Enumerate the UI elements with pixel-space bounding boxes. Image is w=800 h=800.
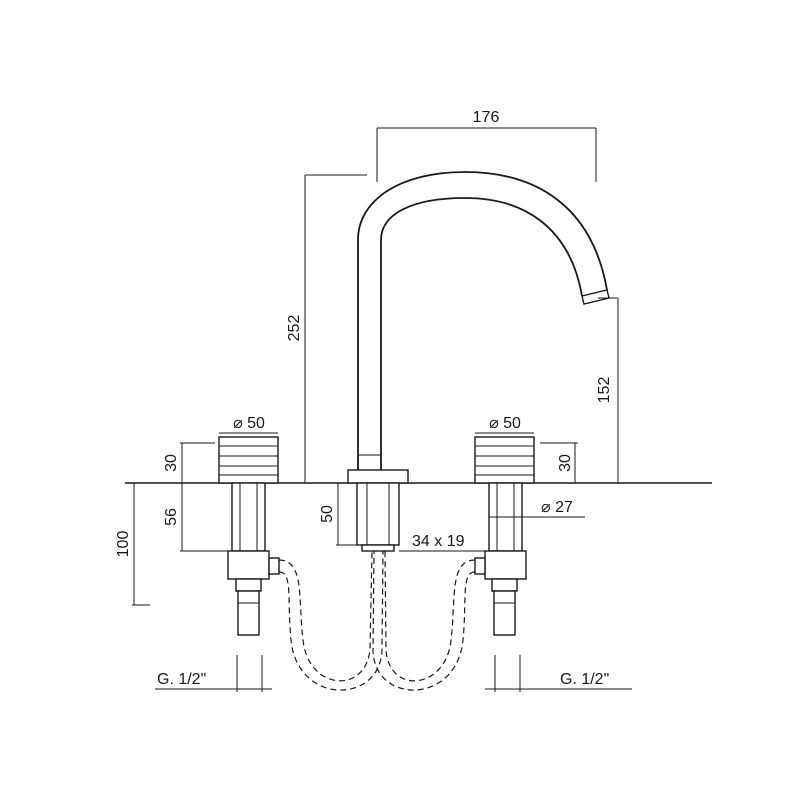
dim-left-shank-length: 56 — [163, 483, 228, 552]
spout-outer-contour — [357, 171, 608, 470]
dim-center-connection: 34 x 19 — [399, 533, 485, 552]
left-shank — [231, 482, 266, 552]
dim-left-thread-label: G. 1/2" — [157, 671, 206, 688]
dim-left-50-label: ⌀ 50 — [233, 415, 265, 432]
right-valve-body — [484, 550, 527, 580]
spout-base-collar — [347, 469, 409, 484]
dim-spout-reach: 176 — [376, 109, 597, 182]
right-handle — [474, 436, 535, 484]
flexible-hoses — [278, 550, 476, 691]
right-inlet-pipe — [493, 590, 516, 636]
spout — [357, 171, 610, 470]
left-valve — [218, 436, 280, 636]
spout-inner-contour — [380, 197, 583, 470]
dim-right-thread-label: G. 1/2" — [560, 671, 609, 688]
dim-below-deck: 100 — [115, 483, 150, 606]
dim-right-50-label: ⌀ 50 — [489, 415, 521, 432]
dim-right-handle-diameter: ⌀ 50 — [475, 415, 534, 434]
spout-outlet-tip — [581, 289, 610, 305]
right-valve — [474, 436, 535, 636]
left-handle — [218, 436, 279, 484]
dim-left-handle-height: 30 — [163, 442, 215, 483]
dim-100-label: 100 — [115, 531, 132, 558]
dim-left-handle-diameter: ⌀ 50 — [219, 415, 278, 434]
dim-left-30-label: 30 — [163, 454, 180, 472]
dim-center-shank-length: 50 — [319, 483, 357, 546]
dim-right-shank-diameter: ⌀ 27 — [489, 499, 585, 518]
dim-34x19-label: 34 x 19 — [412, 533, 465, 550]
right-hose-outer — [384, 550, 476, 682]
center-shank — [356, 482, 400, 552]
dim-right-30-label: 30 — [557, 454, 574, 472]
dim-center-50-label: 50 — [319, 505, 336, 523]
dim-176-label: 176 — [473, 109, 500, 126]
dim-right-thread: G. 1/2" — [485, 655, 632, 692]
left-hose-inner — [278, 550, 384, 691]
dim-right-handle-height: 30 — [540, 442, 578, 483]
right-outlet-nut — [474, 557, 486, 575]
left-outlet-nut — [268, 557, 280, 575]
left-hose-outer — [278, 550, 373, 682]
dim-outlet-height: 152 — [596, 297, 619, 483]
center-shank-body — [356, 482, 400, 546]
right-nut — [491, 578, 518, 592]
dim-252-label: 252 — [286, 315, 303, 342]
right-hose-inner — [372, 550, 476, 691]
dim-left-thread: G. 1/2" — [155, 655, 272, 692]
dim-56-label: 56 — [163, 508, 180, 526]
left-valve-body — [227, 550, 270, 580]
dim-152-label: 152 — [596, 377, 613, 404]
dim-total-height: 252 — [286, 174, 367, 483]
left-inlet-pipe — [237, 590, 260, 636]
dim-27-label: ⌀ 27 — [541, 499, 573, 516]
center-shank-nut — [361, 544, 395, 552]
left-nut — [235, 578, 262, 592]
